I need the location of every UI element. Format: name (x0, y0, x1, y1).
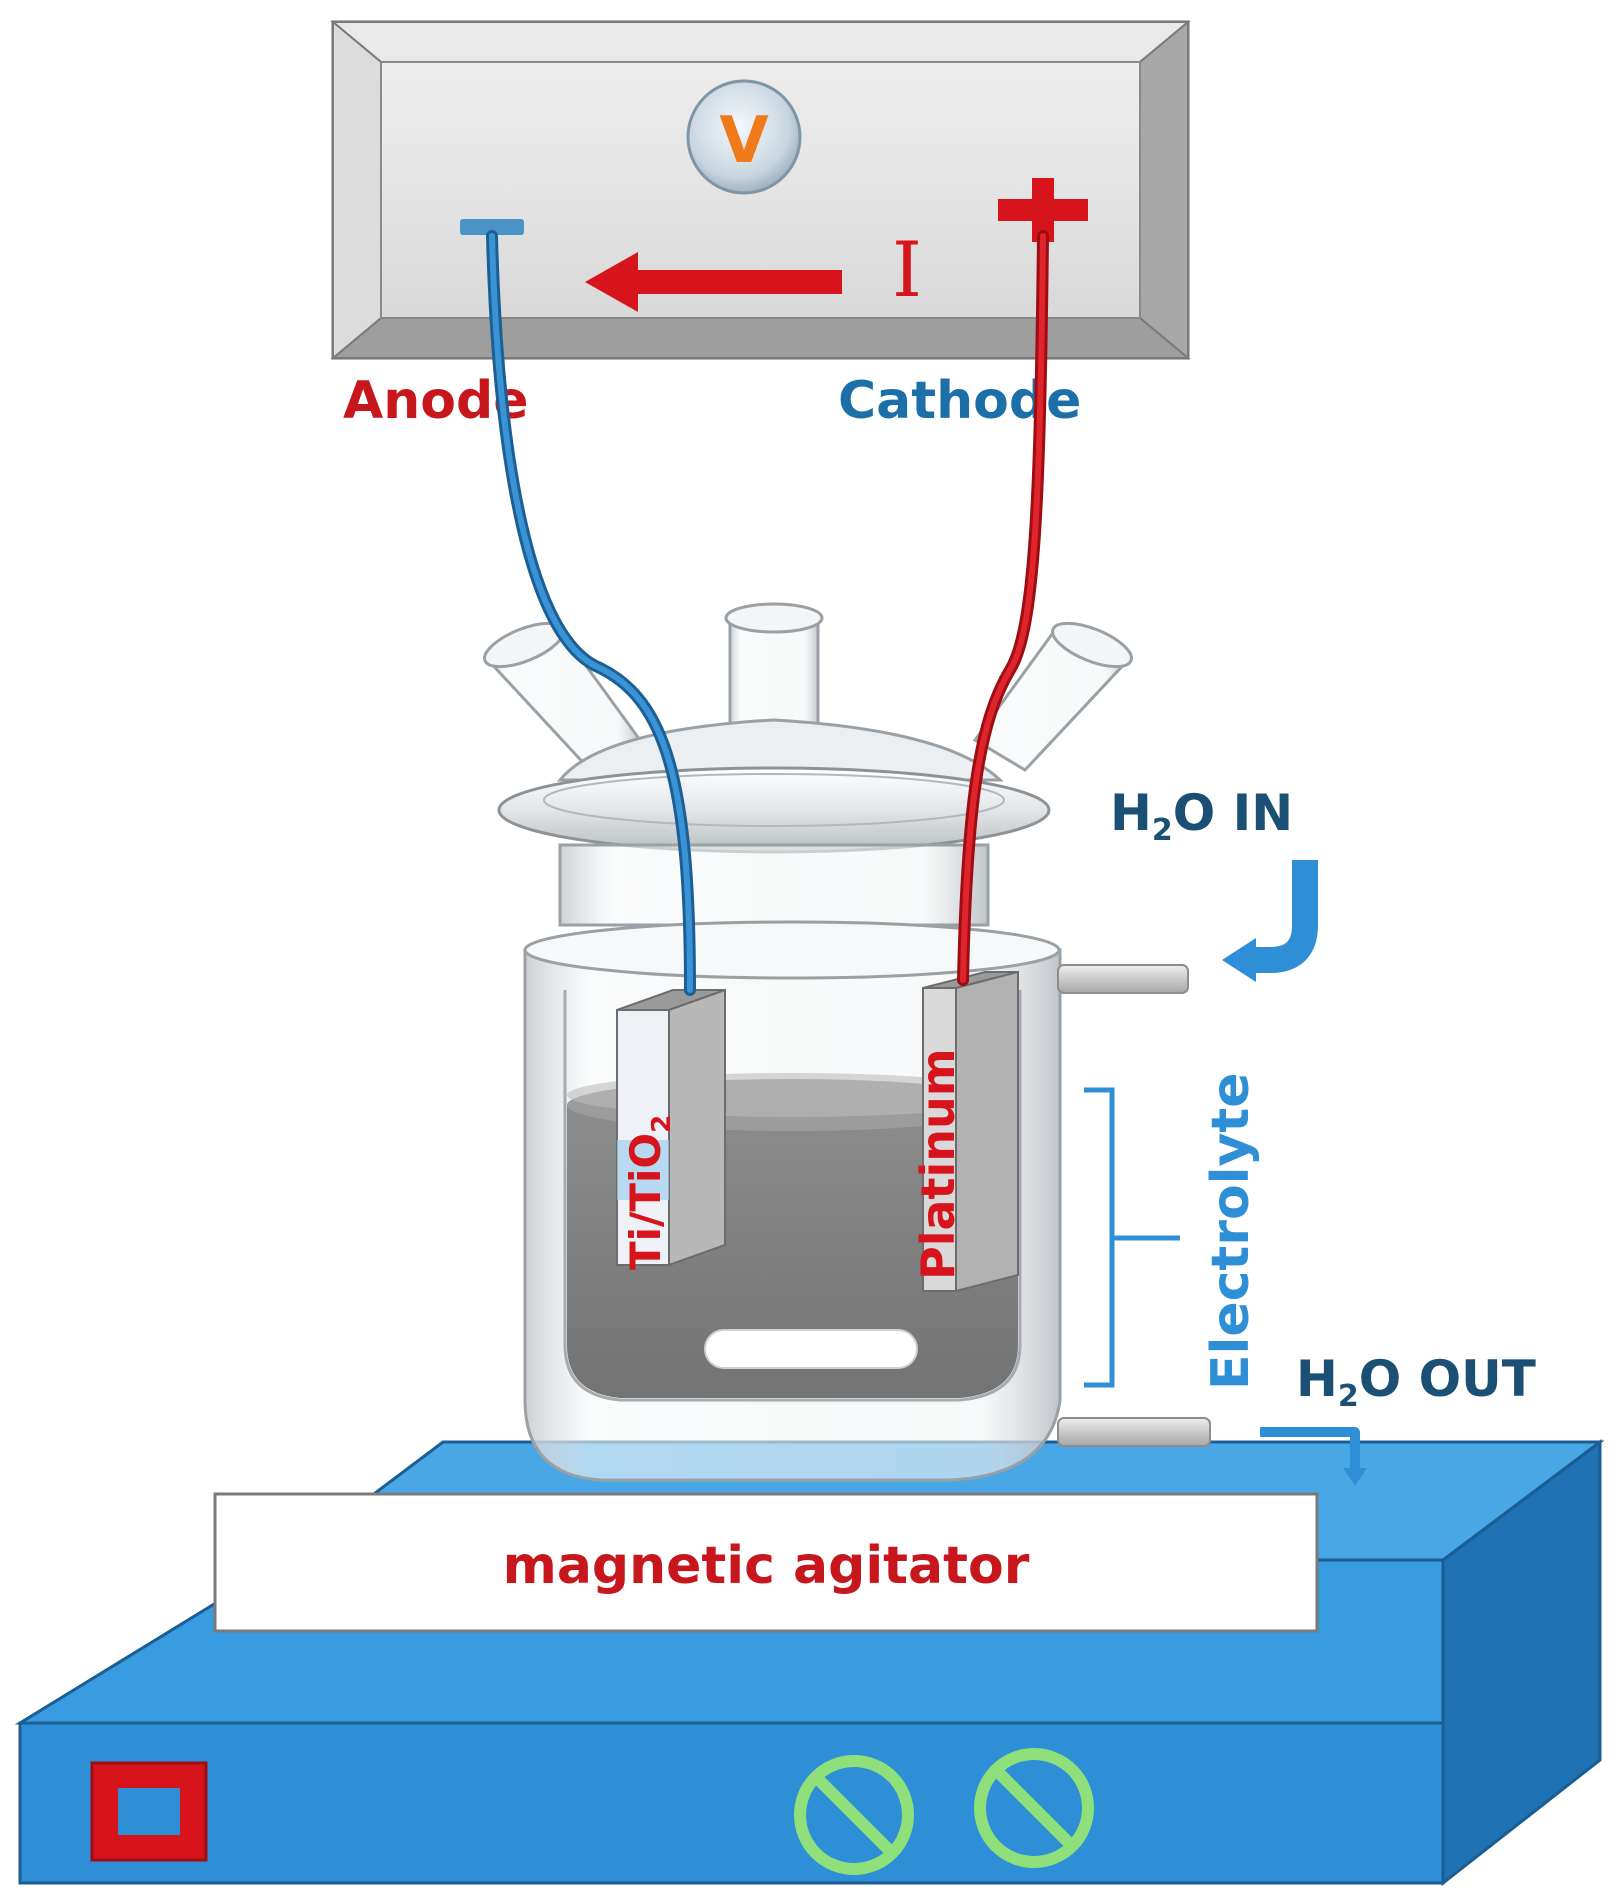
speed-knob-icon[interactable] (794, 1755, 914, 1875)
agitator-label: magnetic agitator (503, 1536, 1030, 1596)
voltmeter-icon: V (686, 79, 802, 195)
heat-knob-icon[interactable] (974, 1748, 1094, 1868)
h2o-out-label-rest: O OUT (1359, 1350, 1536, 1408)
current-symbol: I (892, 225, 922, 314)
h2o-out-label: H (1296, 1350, 1338, 1408)
water-outlet-tube (1057, 1417, 1211, 1447)
water-in-arrow (1222, 860, 1318, 982)
cathode-electrode-label: Platinum (911, 1048, 965, 1280)
power-supply: V I (330, 19, 1191, 361)
anode-electrode-subscript: 2 (647, 1115, 677, 1133)
stir-bar (704, 1329, 918, 1369)
h2o-in-subscript: 2 (1152, 813, 1173, 848)
cathode-electrode: Platinum (911, 970, 1019, 1293)
right-neck (972, 621, 1133, 772)
anode-electrode: Ti/TiO2 (616, 988, 726, 1270)
power-switch-icon[interactable] (90, 1761, 208, 1862)
h2o-in-label: H (1110, 784, 1152, 842)
svg-text:H2O OUT: H2O OUT (1296, 1350, 1536, 1414)
negative-terminal (460, 219, 524, 235)
anode-electrode-label: Ti/TiO (621, 1133, 670, 1270)
water-out-arrow (1260, 1427, 1367, 1486)
svg-text:H2O IN: H2O IN (1110, 784, 1293, 848)
magnetic-agitator: magnetic agitator (14, 1438, 1605, 1887)
voltmeter-symbol: V (719, 104, 769, 178)
jacketed-reactor (483, 602, 1211, 1482)
positive-terminal (998, 178, 1088, 242)
water-inlet-tube (1057, 964, 1189, 994)
electrolyte-bracket (1084, 1087, 1180, 1388)
h2o-out-subscript: 2 (1338, 1379, 1359, 1414)
electrolyte-label: Electrolyte (1201, 1072, 1261, 1390)
h2o-in-label-rest: O IN (1173, 784, 1293, 842)
current-direction-arrow (585, 252, 842, 312)
svg-text:Ti/TiO2: Ti/TiO2 (621, 1115, 677, 1270)
